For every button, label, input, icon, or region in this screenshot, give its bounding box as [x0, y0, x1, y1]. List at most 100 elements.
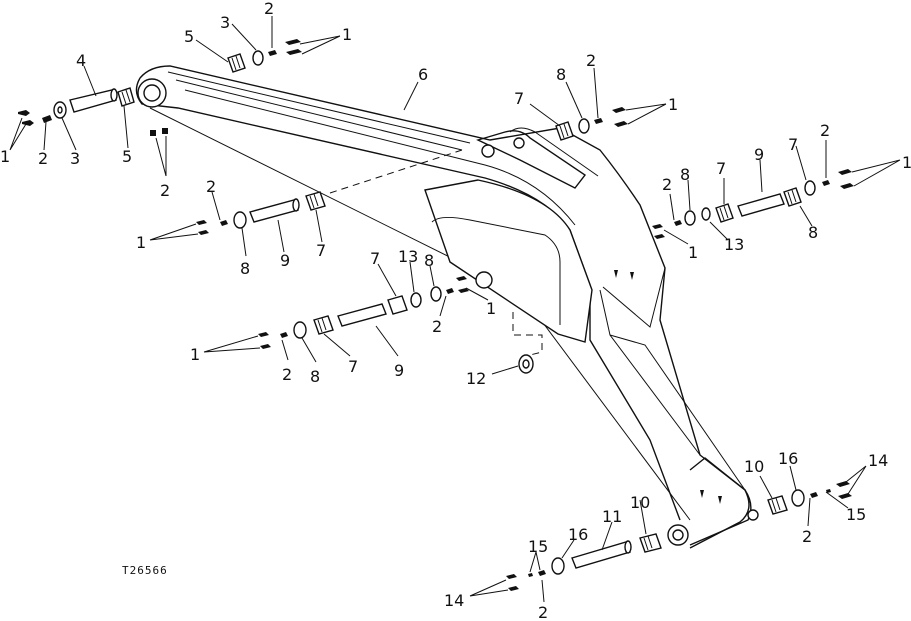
- pin-icon: [571, 540, 632, 569]
- callout-15: 15: [528, 537, 548, 556]
- spacer-icon: [518, 354, 534, 374]
- washer-icon: [791, 489, 805, 507]
- washer-icon: [578, 118, 590, 134]
- washer-icon: [53, 101, 67, 119]
- callout-1: 1: [342, 25, 352, 44]
- grease-fitting-icon: [456, 276, 469, 293]
- callout-2: 2: [206, 177, 216, 196]
- callout-8: 8: [424, 251, 434, 270]
- washer-icon: [804, 180, 816, 196]
- lock-washer-icon: [826, 489, 831, 493]
- bushing-icon: [783, 187, 802, 207]
- washer-icon: [430, 286, 442, 302]
- washer-icon: [233, 211, 247, 229]
- bushing-icon: [227, 53, 246, 73]
- bushing-icon: [305, 191, 326, 211]
- cap-screw-icon: [268, 50, 277, 56]
- cap-screw-icon: [280, 332, 288, 338]
- cap-screw-icon: [674, 220, 682, 226]
- cylinder-pin-parts-top: [227, 39, 302, 73]
- cap-screw-icon: [810, 492, 818, 498]
- callout-7: 7: [348, 357, 358, 376]
- alignment-lines: [329, 149, 543, 356]
- callout-14: 14: [444, 591, 464, 610]
- callout-7: 7: [316, 241, 326, 260]
- callout-9: 9: [394, 361, 404, 380]
- bushing-icon: [715, 203, 734, 223]
- bushing-icon: [387, 295, 408, 315]
- grease-fitting-icon: [838, 169, 854, 189]
- callout-1: 1: [486, 299, 496, 318]
- callout-2: 2: [586, 51, 596, 70]
- callout-10: 10: [744, 457, 764, 476]
- callout-14: 14: [868, 451, 888, 470]
- callout-16: 16: [568, 525, 588, 544]
- callout-7: 7: [788, 135, 798, 154]
- callout-8: 8: [556, 65, 566, 84]
- callout-9: 9: [754, 145, 764, 164]
- washer-icon: [252, 50, 264, 66]
- callout-7: 7: [514, 89, 524, 108]
- arm-pin-parts-left-upper: [196, 191, 326, 235]
- callout-5: 5: [122, 147, 132, 166]
- callout-8: 8: [680, 165, 690, 184]
- pin-icon: [737, 193, 785, 217]
- bucket-pin-parts-left: [506, 533, 662, 591]
- grease-fitting-icon: [652, 224, 665, 239]
- callout-2: 2: [802, 527, 812, 546]
- callout-2: 2: [820, 121, 830, 140]
- shim-icon: [410, 292, 422, 308]
- cap-screw-icon: [594, 118, 603, 124]
- callout-2: 2: [432, 317, 442, 336]
- pin-icon: [249, 198, 300, 223]
- callout-11: 11: [602, 507, 622, 526]
- bushing-icon: [555, 121, 574, 141]
- callout-7: 7: [370, 249, 380, 268]
- callout-4: 4: [76, 51, 86, 70]
- callout-15: 15: [846, 505, 866, 524]
- grease-fitting-icon: [18, 110, 34, 126]
- washer-icon: [551, 557, 565, 575]
- cylinder-pin-parts-upper-right: [555, 107, 628, 141]
- pin-icon: [337, 303, 387, 327]
- grease-fitting-icon: [196, 220, 209, 235]
- callout-1: 1: [0, 147, 10, 166]
- figure-id: T26566: [122, 564, 168, 577]
- callout-2: 2: [160, 181, 170, 200]
- bushing-icon: [313, 315, 334, 335]
- callout-1: 1: [190, 345, 200, 364]
- boom-body: [135, 65, 759, 549]
- cap-screw-icon: [42, 115, 52, 123]
- callout-16: 16: [778, 449, 798, 468]
- washer-icon: [684, 210, 696, 226]
- callout-2: 2: [38, 149, 48, 168]
- cap-screw-icon: [446, 288, 454, 294]
- callout-8: 8: [808, 223, 818, 242]
- callout-13: 13: [398, 247, 418, 266]
- lock-washer-icon: [528, 573, 533, 577]
- cap-screw-icon: [822, 180, 830, 186]
- callout-8: 8: [310, 367, 320, 386]
- callout-1: 1: [902, 153, 911, 172]
- callout-2: 2: [282, 365, 292, 384]
- bucket-pin-parts-right: [767, 481, 852, 515]
- cap-screw-icon: [220, 220, 228, 226]
- arm-pin-parts-right: [652, 169, 854, 239]
- callout-2: 2: [662, 175, 672, 194]
- grease-fitting-icon: [612, 107, 628, 127]
- callout-2: 2: [264, 0, 274, 18]
- callout-13: 13: [724, 235, 744, 254]
- bushing-icon: [767, 495, 788, 515]
- grease-fitting-icon: [150, 128, 168, 136]
- washer-icon: [293, 321, 307, 339]
- arm-pin-parts-left-lower: [258, 276, 469, 349]
- grease-fitting-icon: [258, 332, 271, 349]
- leader-lines: [9, 16, 901, 603]
- cap-screw-icon: [538, 570, 546, 576]
- callout-6: 6: [418, 65, 428, 84]
- callout-10: 10: [630, 493, 650, 512]
- shim-icon: [701, 207, 711, 221]
- bushing-icon: [639, 533, 662, 553]
